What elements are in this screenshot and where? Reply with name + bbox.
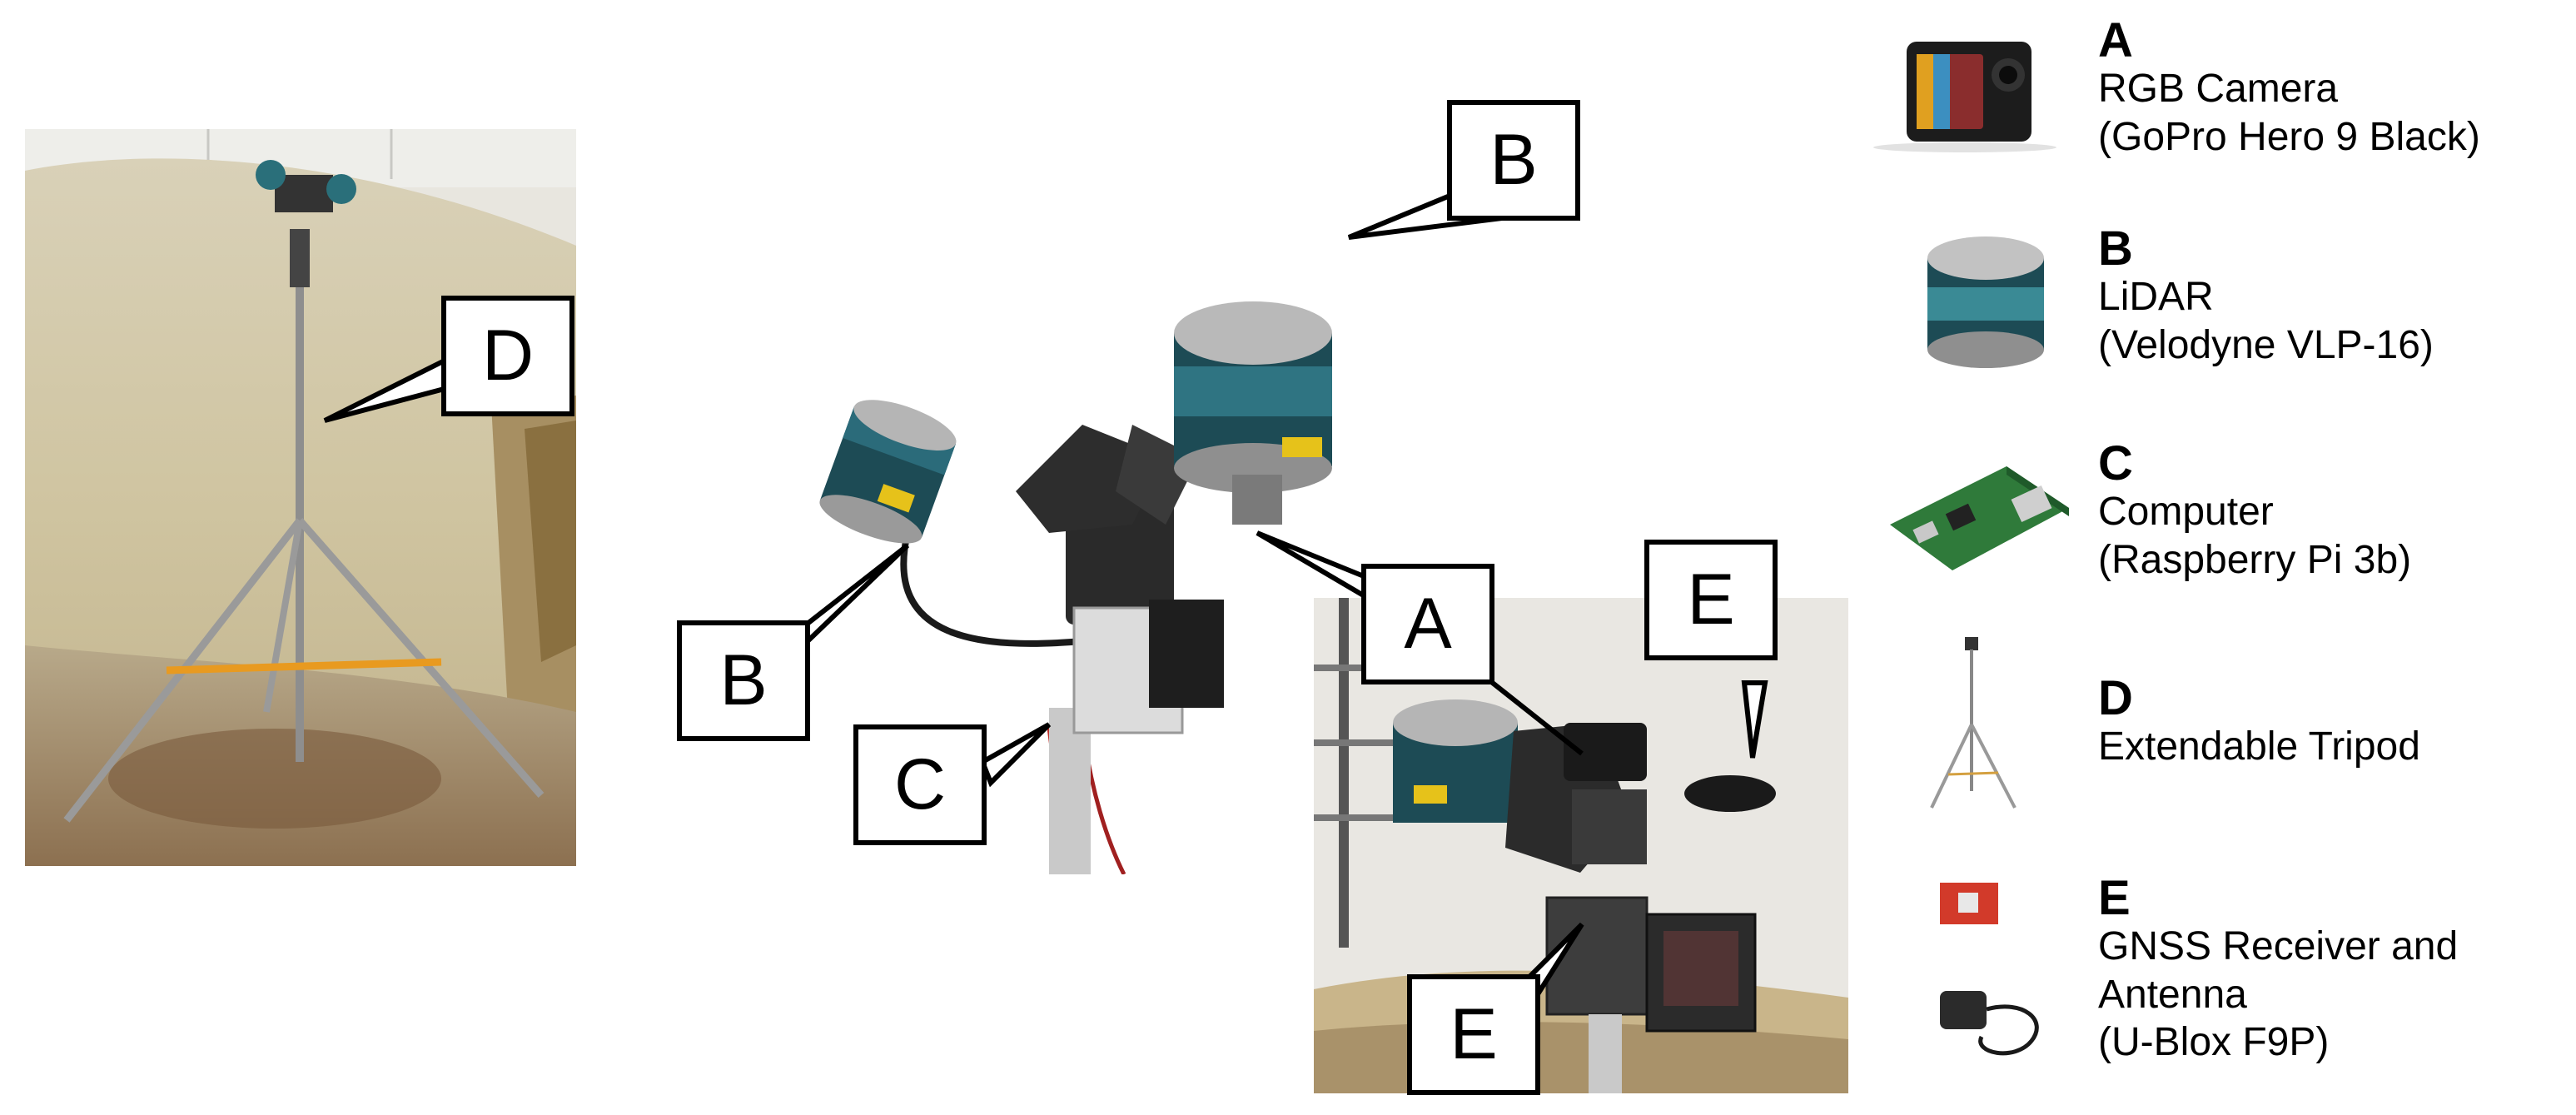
- tripod-scene-image: [25, 129, 576, 866]
- circuit-board-icon: [1882, 450, 2073, 579]
- legend-item-a: A RGB Camera (GoPro Hero 9 Black): [2098, 17, 2480, 161]
- callout-e-antenna: E: [1644, 540, 1778, 660]
- callout-a-camera: A: [1361, 564, 1494, 684]
- legend-model: (U-Blox F9P): [2098, 1020, 2330, 1065]
- sensor-head-image: [819, 301, 1332, 874]
- legend-item-c: C Computer (Raspberry Pi 3b): [2098, 440, 2411, 584]
- lidar-sensor-icon: [1915, 225, 2056, 375]
- sensor-head-photo: [699, 208, 1365, 874]
- legend-letter: D: [2098, 671, 2133, 725]
- legend-letter: A: [2098, 13, 2133, 67]
- legend-label: GNSS Receiver and: [2098, 924, 2459, 968]
- callout-b-top-lidar: B: [1447, 100, 1580, 221]
- tripod-icon: [1923, 633, 2023, 820]
- legend-model: (Velodyne VLP-16): [2098, 322, 2434, 367]
- legend-letter: B: [2098, 222, 2133, 276]
- legend-label: LiDAR: [2098, 275, 2214, 319]
- callout-c-computer: C: [853, 724, 987, 845]
- legend-model: (Raspberry Pi 3b): [2098, 537, 2412, 582]
- legend-item-e: E GNSS Receiver and Antenna (U-Blox F9P): [2098, 874, 2458, 1067]
- callout-e-receiver: E: [1407, 974, 1540, 1095]
- legend-label-cont: Antenna: [2098, 972, 2247, 1017]
- legend-item-b: B LiDAR (Velodyne VLP-16): [2098, 225, 2434, 369]
- action-camera-icon: [1865, 29, 2065, 158]
- gnss-receiver-icon: [1923, 874, 2056, 1070]
- legend-label: Computer: [2098, 490, 2274, 534]
- tripod-photo: [25, 129, 576, 866]
- legend-model: (GoPro Hero 9 Black): [2098, 114, 2480, 159]
- legend-label: RGB Camera: [2098, 67, 2339, 111]
- legend-item-d: D Extendable Tripod: [2098, 674, 2420, 771]
- legend-letter: C: [2098, 436, 2133, 490]
- legend-letter: E: [2098, 871, 2131, 925]
- legend-label: Extendable Tripod: [2098, 724, 2420, 769]
- callout-b-left-lidar: B: [677, 620, 810, 741]
- callout-d-tripod: D: [441, 296, 574, 416]
